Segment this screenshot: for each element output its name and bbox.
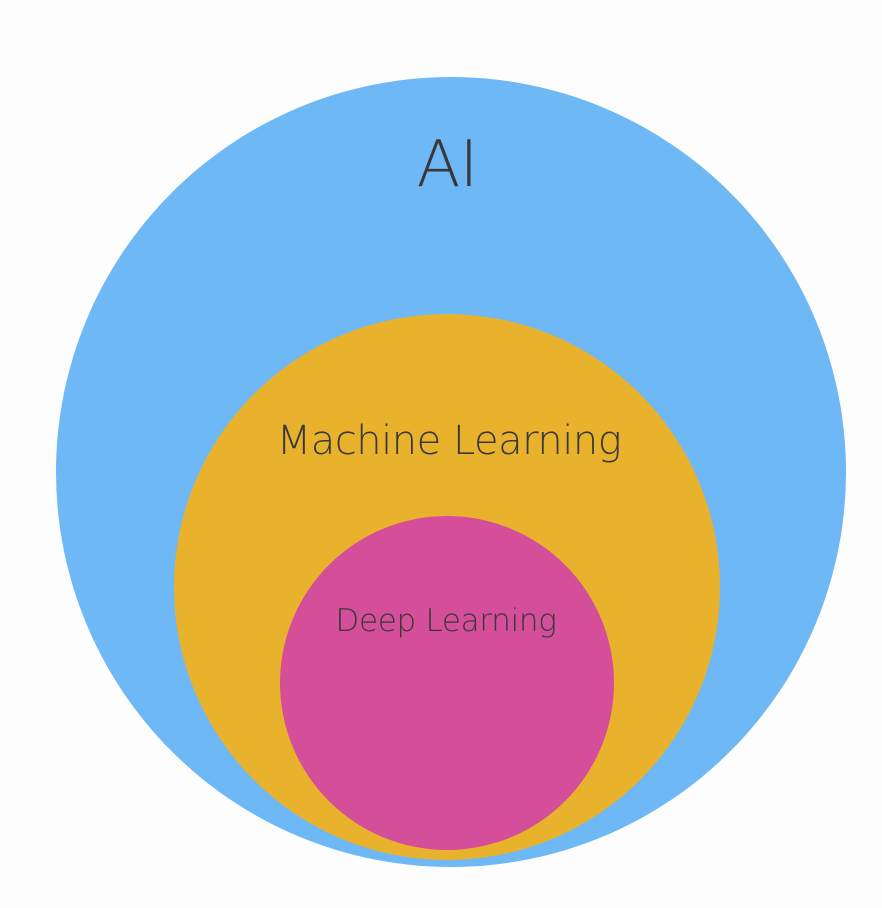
deep-learning-circle (280, 516, 614, 850)
machine-learning-label: Machine Learning (276, 418, 622, 464)
ai-label: AI (416, 128, 479, 202)
deep-learning-label: Deep Learning (335, 603, 557, 639)
